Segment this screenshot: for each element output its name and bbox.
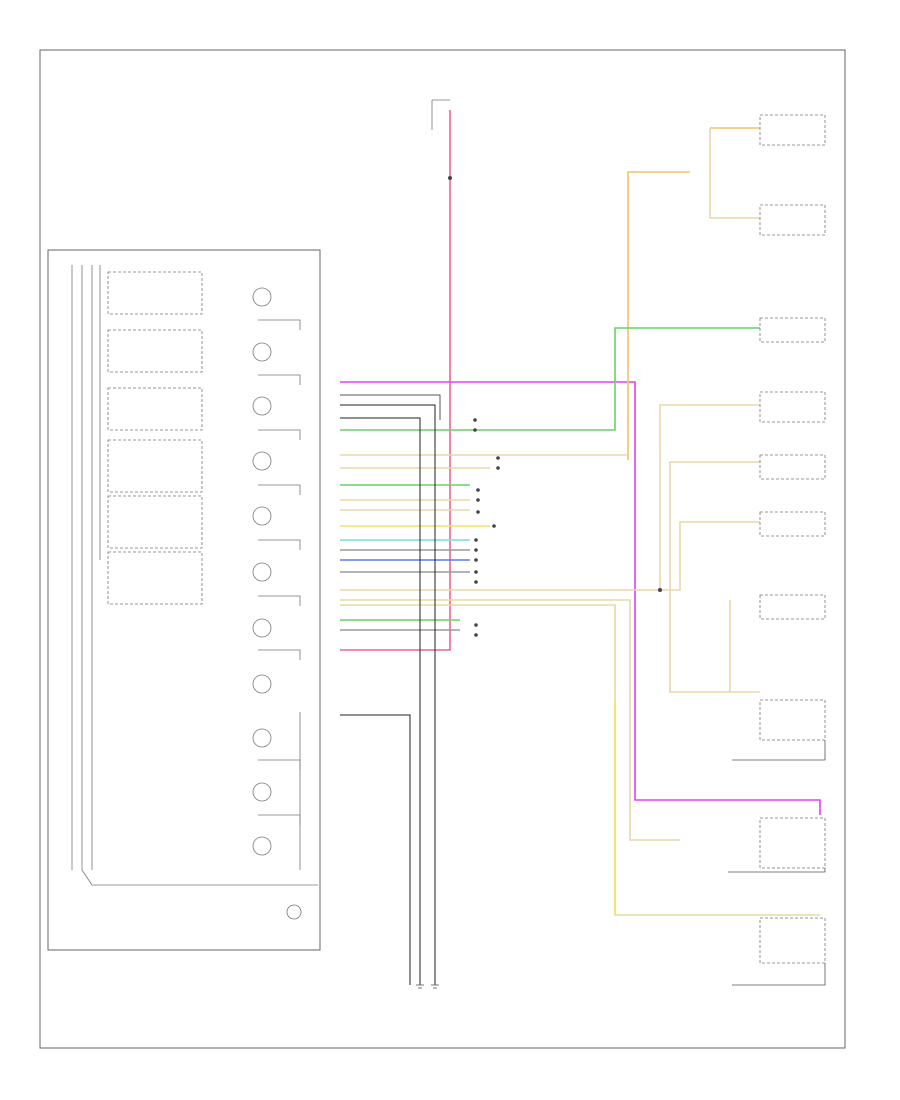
cluster-bulb-12: [286, 904, 302, 920]
cluster-module-3: [107, 387, 203, 431]
cluster-module-6: [107, 551, 203, 605]
cluster-bulb-7: [252, 618, 272, 638]
cluster-module-5: [107, 495, 203, 549]
cluster-bulb-11: [252, 836, 272, 856]
cluster-module-4: [107, 439, 203, 493]
cluster-bulb-1: [252, 287, 272, 307]
ground-symbols: [416, 984, 439, 989]
cluster-bulb-5: [252, 506, 272, 526]
splice-dots: [448, 176, 662, 637]
cluster-bulb-2: [252, 342, 272, 362]
ground-icon: [431, 984, 439, 989]
right-components: [728, 114, 826, 986]
ground-icon: [416, 984, 424, 989]
diagram-border: [39, 49, 846, 1049]
cluster-bulb-10: [252, 782, 272, 802]
wire-harness: [340, 110, 821, 985]
cluster-module-2: [107, 329, 203, 373]
cluster-bulb-3: [252, 396, 272, 416]
cluster-bulb-9: [252, 728, 272, 748]
cluster-module-1: [107, 271, 203, 315]
instrument-cluster: [47, 249, 321, 951]
cluster-bulb-4: [252, 451, 272, 471]
cluster-bulb-8: [252, 674, 272, 694]
cluster-bulb-6: [252, 562, 272, 582]
